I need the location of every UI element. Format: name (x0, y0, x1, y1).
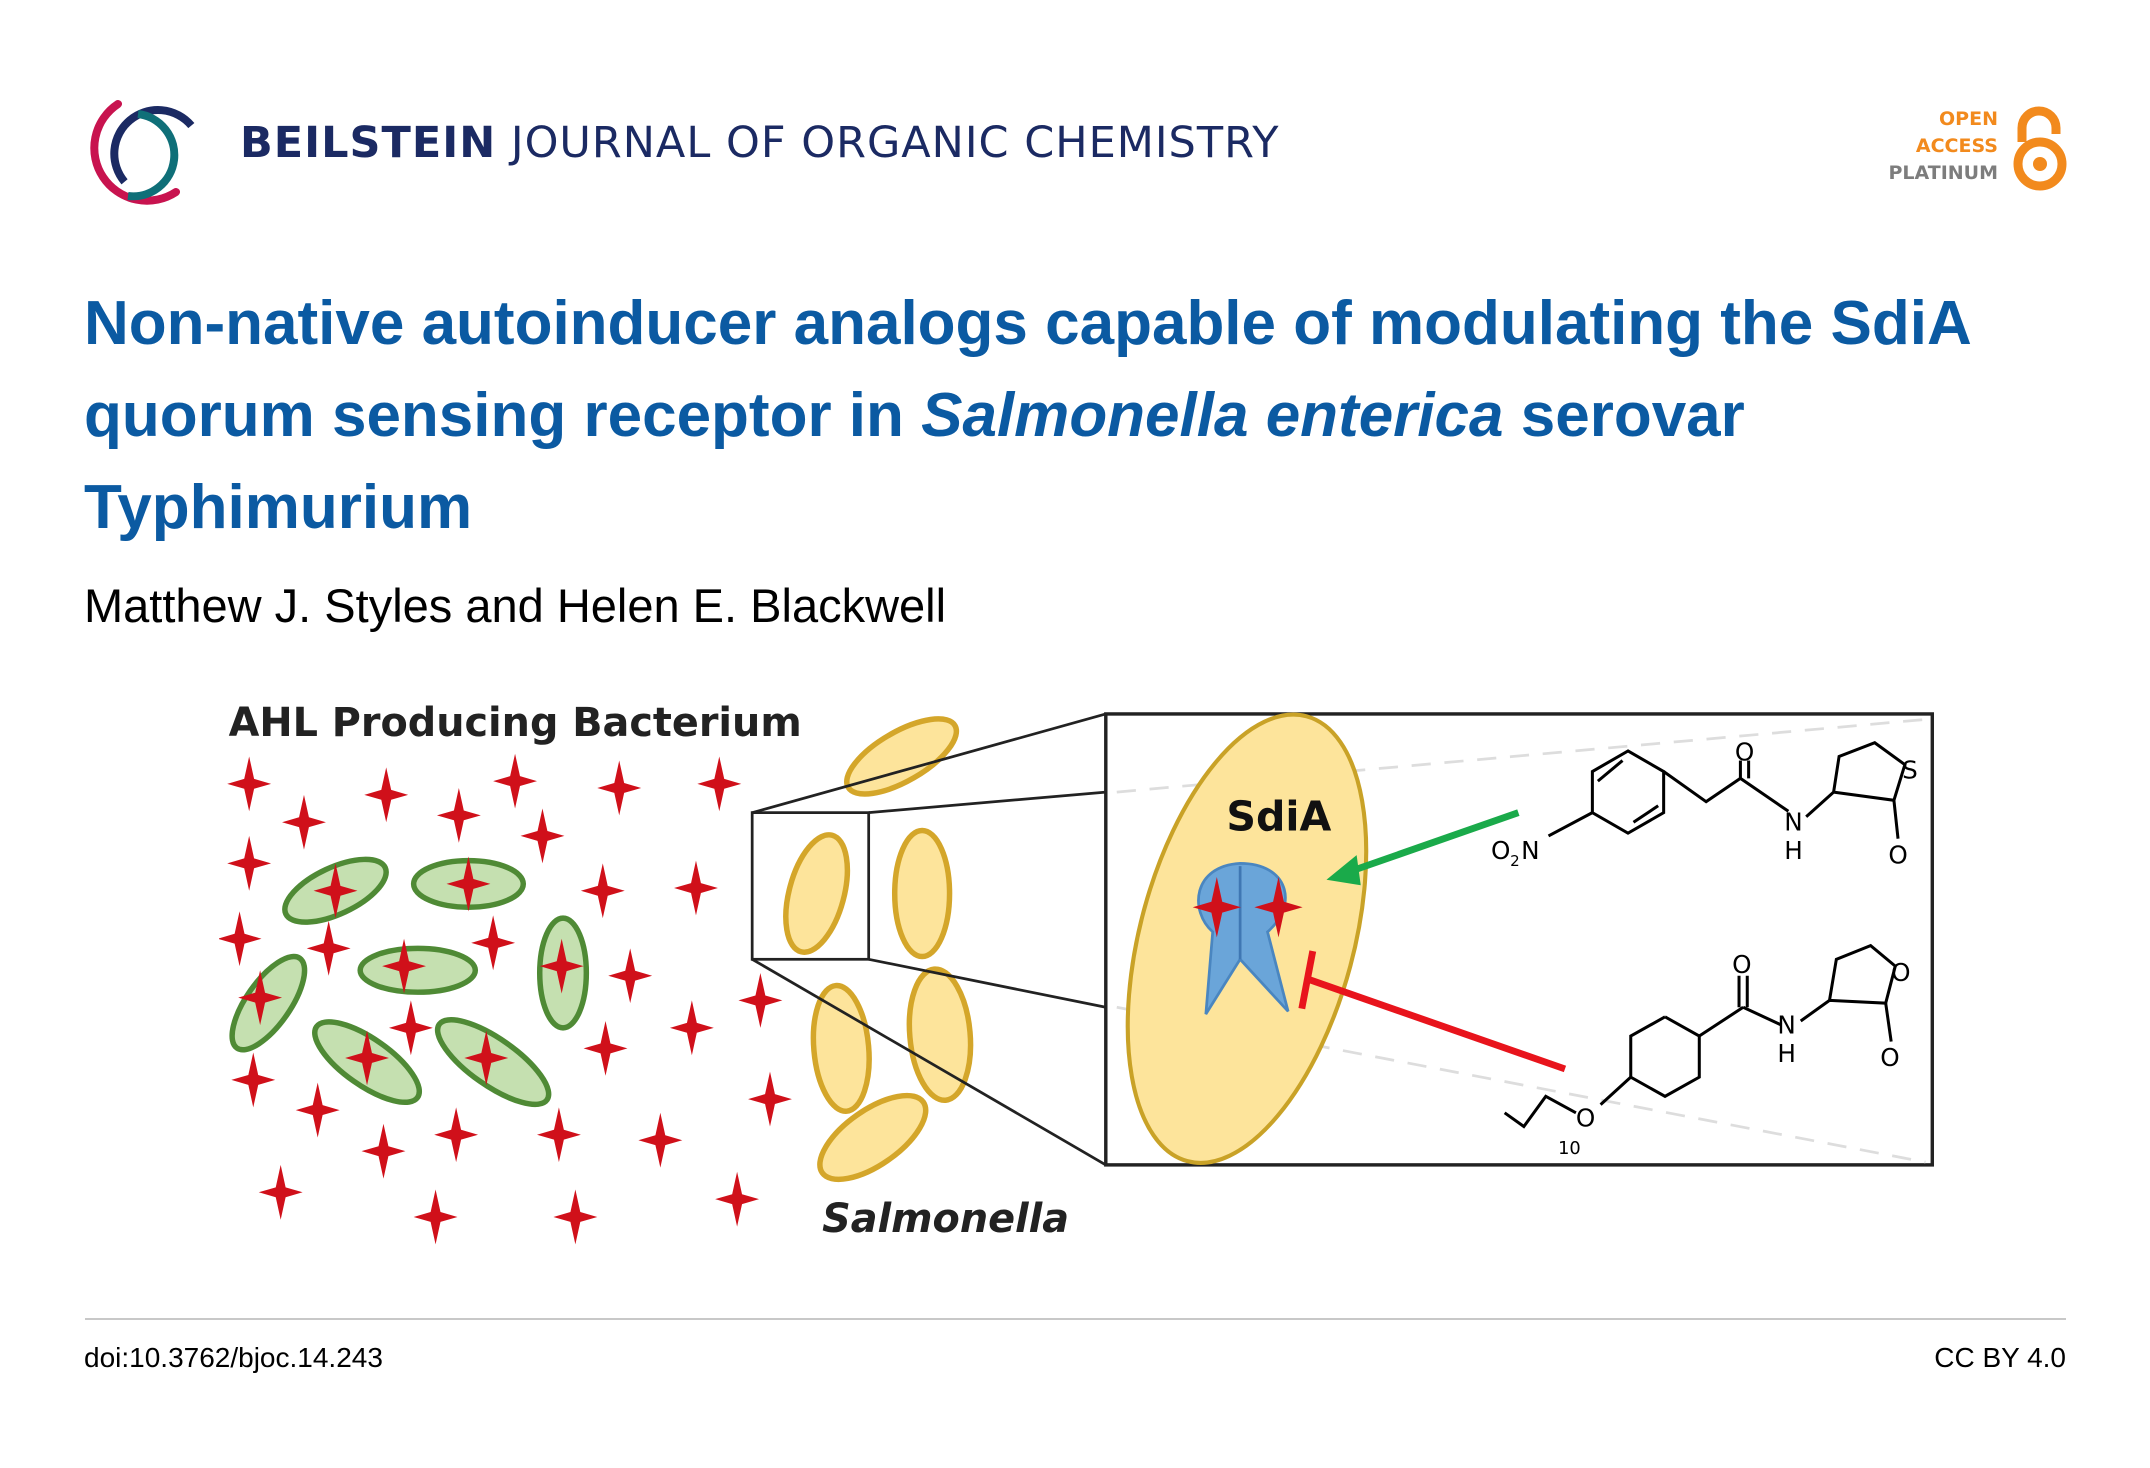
label-salmonella: Salmonella (822, 1196, 1069, 1242)
chem-n: N (1777, 1010, 1795, 1039)
ahl-star-icon (493, 753, 537, 809)
ahl-star-icon (608, 948, 653, 1004)
badge-platinum: PLATINUM (1888, 162, 1998, 184)
ahl-star-icon (345, 1030, 389, 1086)
journal-name-bold: BEILSTEIN (240, 118, 497, 168)
title-text: Non-native autoinducer analogs capable o… (84, 289, 1970, 450)
chem-o: O (1880, 1043, 1899, 1072)
zoom-lines (751, 712, 1107, 1167)
ahl-star-icon (258, 1164, 303, 1220)
license: CC BY 4.0 (1934, 1342, 2066, 1373)
ahl-star-icon (597, 760, 642, 816)
ahl-star-icon (282, 794, 326, 850)
chem-o: O (1491, 836, 1510, 865)
ahl-star-icon (520, 808, 565, 864)
salmonella-cell (906, 966, 974, 1104)
ahl-star-icon (638, 1112, 683, 1168)
journal-name-rest: JOURNAL OF ORGANIC CHEMISTRY (510, 118, 1280, 168)
ahl-star-icon (219, 911, 262, 967)
label-ahl-bacterium: AHL Producing Bacterium (229, 700, 802, 746)
ahl-star-icon (238, 970, 283, 1026)
chem-sub2: 2 (1510, 852, 1520, 870)
ahl-star-icon (388, 1000, 433, 1056)
ahl-star-icon (583, 1020, 628, 1076)
ahl-star-icon (413, 1189, 458, 1245)
ahl-star-icon (539, 938, 584, 994)
chem-n: N (1784, 807, 1802, 836)
chem-h: H (1777, 1039, 1796, 1068)
agonist-arrow (1348, 809, 1520, 875)
ahl-star-icon (697, 756, 742, 812)
ahl-star-icon (715, 1171, 760, 1227)
ahl-star-icon (231, 1052, 276, 1108)
footer-divider (85, 1318, 2066, 1320)
agonist-structure (1503, 741, 1907, 1129)
ahl-star-icon (434, 1107, 479, 1163)
chem-o: O (1891, 958, 1910, 987)
ahl-star-icon (1254, 877, 1303, 938)
salmonella-cell (810, 982, 872, 1114)
beilstein-logo (90, 100, 195, 205)
ahl-star-icon (536, 1107, 581, 1163)
ahl-bacterium (357, 945, 479, 995)
chem-s: S (1902, 755, 1918, 784)
ahl-star-icon (748, 1071, 792, 1127)
ahl-star-icon (471, 915, 516, 971)
open-access-badge: OPEN ACCESS PLATINUM (1860, 100, 2070, 195)
graphical-abstract: AHL Producing Bacterium SdiA O 2 (219, 700, 1935, 1245)
title-text-end: serovar Typhimurium (84, 381, 1745, 542)
badge-access: ACCESS (1915, 135, 1998, 157)
ahl-bacterium (229, 953, 308, 1053)
journal-name: BEILSTEIN JOURNAL OF ORGANIC CHEMISTRY (240, 118, 1280, 168)
ahl-star-icon (306, 920, 351, 976)
ahl-star-icon (313, 863, 358, 919)
ahl-star-icon (674, 860, 718, 916)
chem-o: O (1732, 950, 1751, 979)
chem-h: H (1784, 836, 1803, 865)
ahl-star-icon (295, 1082, 340, 1138)
zoom-box (750, 811, 871, 961)
ahl-star-icon (669, 1000, 714, 1056)
ahl-star-icon (436, 787, 481, 843)
ahl-star-icon (464, 1030, 509, 1086)
salmonella-cell (783, 832, 851, 955)
label-sdia: SdiA (1226, 792, 1331, 840)
chem-o: O (1576, 1104, 1595, 1133)
ahl-star-icon (580, 863, 625, 919)
antagonist-inhibition (1308, 976, 1567, 1073)
authors: Matthew J. Styles and Helen E. Blackwell (84, 579, 947, 632)
open-lock-icon (2013, 106, 2067, 191)
ahl-star-icon (382, 938, 426, 994)
chem-o: O (1888, 840, 1907, 869)
chem-chain-count: 10 (1558, 1138, 1581, 1159)
ahl-star-icon (446, 856, 491, 912)
ahl-star-icon (361, 1123, 406, 1179)
ahl-star-icon (227, 835, 272, 891)
article-title: Non-native autoinducer analogs capable o… (84, 278, 1984, 554)
ahl-star-icon (553, 1189, 598, 1245)
salmonella-cell (844, 716, 960, 797)
ahl-star-icon (364, 767, 409, 823)
ahl-star-icon (1192, 877, 1241, 938)
chem-o: O (1735, 738, 1754, 767)
salmonella-cell (817, 1092, 929, 1183)
ahl-star-icon (227, 756, 272, 812)
ahl-star-icon (738, 973, 783, 1028)
chem-n: N (1521, 836, 1539, 865)
title-italic: Salmonella enterica (921, 381, 1504, 450)
badge-open: OPEN (1939, 108, 1998, 130)
doi: doi:10.3762/bjoc.14.243 (84, 1342, 383, 1373)
salmonella-cell (891, 827, 953, 960)
